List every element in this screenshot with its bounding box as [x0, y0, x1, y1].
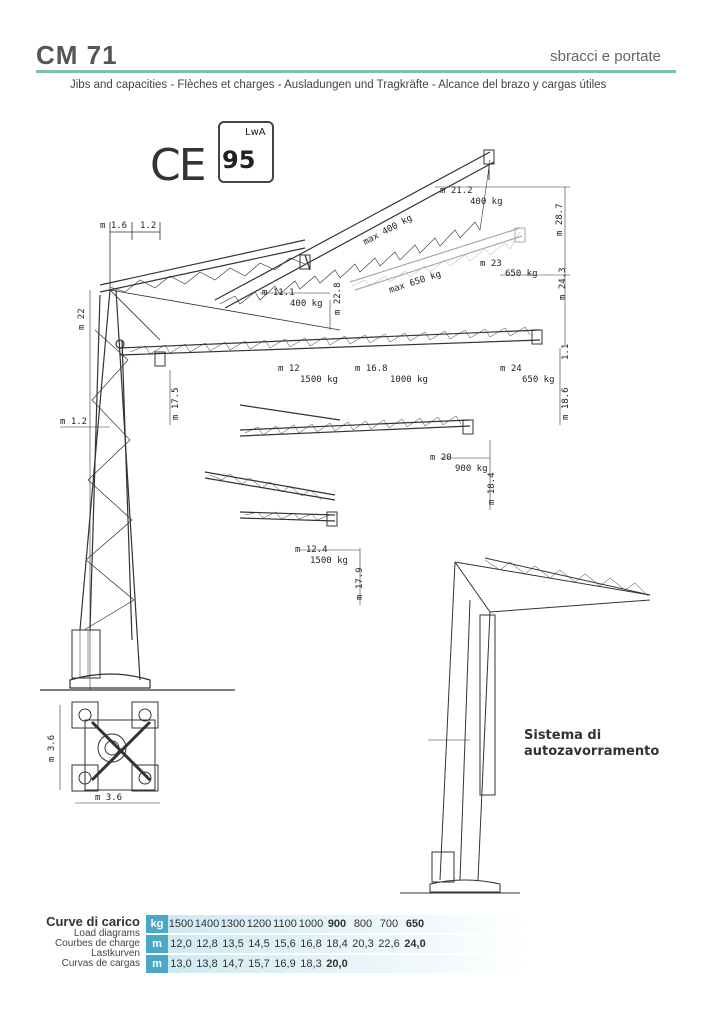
table-row-bg: [168, 935, 528, 953]
multilingual-subtitle: Jibs and capacities - Flèches et charges…: [70, 79, 607, 91]
table-cell: [402, 955, 428, 973]
tip-b-height: m 24.3: [558, 267, 568, 300]
table-cell: 13,8: [196, 958, 218, 970]
base-depth: m 3.6: [47, 735, 57, 762]
unit-cell: m: [146, 935, 168, 953]
table-cell: 14,7: [222, 958, 244, 970]
h-height-18-6: m 18.6: [561, 387, 571, 420]
header-rule: [36, 70, 676, 73]
mid-load: 400 kg: [290, 299, 323, 309]
j20-load: 900 kg: [455, 464, 488, 474]
table-cell: 15,6: [274, 938, 296, 950]
h-load-1000: 1000 kg: [390, 375, 428, 385]
tip-a-reach: m 21.2: [440, 186, 473, 196]
section-title: sbracci e portate: [550, 48, 661, 65]
dim-tower-height: m 22: [77, 308, 87, 330]
j12-height: m 17.9: [355, 567, 365, 600]
table-cell: 12,8: [196, 938, 218, 950]
title-de: Lastkurven: [91, 948, 140, 959]
j20-reach: m 20: [430, 453, 452, 463]
table-cell: 1000: [298, 918, 324, 930]
luff-max-400: max 400 kg: [362, 213, 415, 247]
table-cell: 1200: [246, 918, 272, 930]
h-height-17-5: m 17.5: [171, 387, 181, 420]
table-cell: 1100: [273, 918, 297, 930]
table-cell: 900: [327, 918, 347, 930]
table-cell: 14,5: [248, 938, 270, 950]
luff-max-650: max 650 kg: [388, 270, 443, 296]
table-cell: [376, 955, 402, 973]
table-cell: 16,8: [300, 938, 322, 950]
table-cell: 15,7: [248, 958, 270, 970]
table-cell: 700: [379, 918, 399, 930]
table-cell: 13,5: [222, 938, 244, 950]
load-table: Curve di carico Load diagrams Courbes de…: [40, 915, 528, 979]
ce-mark: CE: [150, 140, 207, 191]
tip-a-load: 400 kg: [470, 197, 503, 207]
j20-height: m 18.4: [487, 472, 497, 505]
noise-level-badge: [218, 121, 274, 183]
dim-1-2: 1.2: [140, 221, 156, 231]
table-row-bg: [168, 915, 528, 933]
dim-ballast-offset: m 1.2: [60, 417, 87, 427]
base-width: m 3.6: [95, 793, 122, 803]
table-cell: 13,0: [170, 958, 192, 970]
j12-load: 1500 kg: [310, 556, 348, 566]
table-cell: 18,3: [300, 958, 322, 970]
table-cell: [350, 955, 376, 973]
self-ballast-line1: Sistema di: [524, 728, 602, 743]
tip-b-load: 650 kg: [505, 269, 538, 279]
tip-a-height: m 28.7: [555, 203, 565, 236]
table-cell: 12,0: [170, 938, 192, 950]
title-en: Load diagrams: [73, 928, 140, 939]
table-cell: 22,6: [378, 938, 400, 950]
model-title: CM 71: [36, 40, 118, 70]
self-ballast-line2: autozavorramento: [524, 744, 660, 759]
j12-reach: m 12.4: [295, 545, 328, 555]
table-cell: 18,4: [326, 938, 348, 950]
title-es: Curvas de cargas: [61, 958, 140, 969]
dim-1-6: m 1.6: [100, 221, 127, 231]
table-cell: 800: [353, 918, 373, 930]
self-ballast-caption: Sistema di autozavorramento: [524, 728, 659, 760]
mid-reach: m 11.1: [262, 288, 295, 298]
title-it: Curve di carico: [46, 914, 140, 929]
table-row-bg: [168, 955, 528, 973]
h-reach-12: m 12: [278, 364, 300, 374]
table-cell: 20,0: [326, 958, 348, 970]
h-gap: 1.1: [561, 344, 571, 360]
unit-cell: m: [146, 955, 168, 973]
lwa-label: LwA: [245, 127, 266, 138]
lwa-value: 95: [222, 146, 256, 174]
h-reach-24: m 24: [500, 364, 522, 374]
h-reach-16-8: m 16.8: [355, 364, 388, 374]
table-cell: 1400: [194, 918, 220, 930]
table-cell: 24,0: [404, 938, 426, 950]
table-cell: 16,9: [274, 958, 296, 970]
table-titles: Curve di carico Load diagrams Courbes de…: [40, 915, 140, 969]
mid-height: m 22.8: [333, 282, 343, 315]
h-load-1500: 1500 kg: [300, 375, 338, 385]
table-cell: 20,3: [352, 938, 374, 950]
title-fr: Courbes de charge: [54, 938, 140, 949]
unit-cell: kg: [146, 915, 168, 933]
table-cell: 1300: [220, 918, 246, 930]
table-cell: 650: [405, 918, 425, 930]
tip-b-reach: m 23: [480, 259, 502, 269]
h-load-650: 650 kg: [522, 375, 555, 385]
table-cell: 1500: [168, 918, 194, 930]
